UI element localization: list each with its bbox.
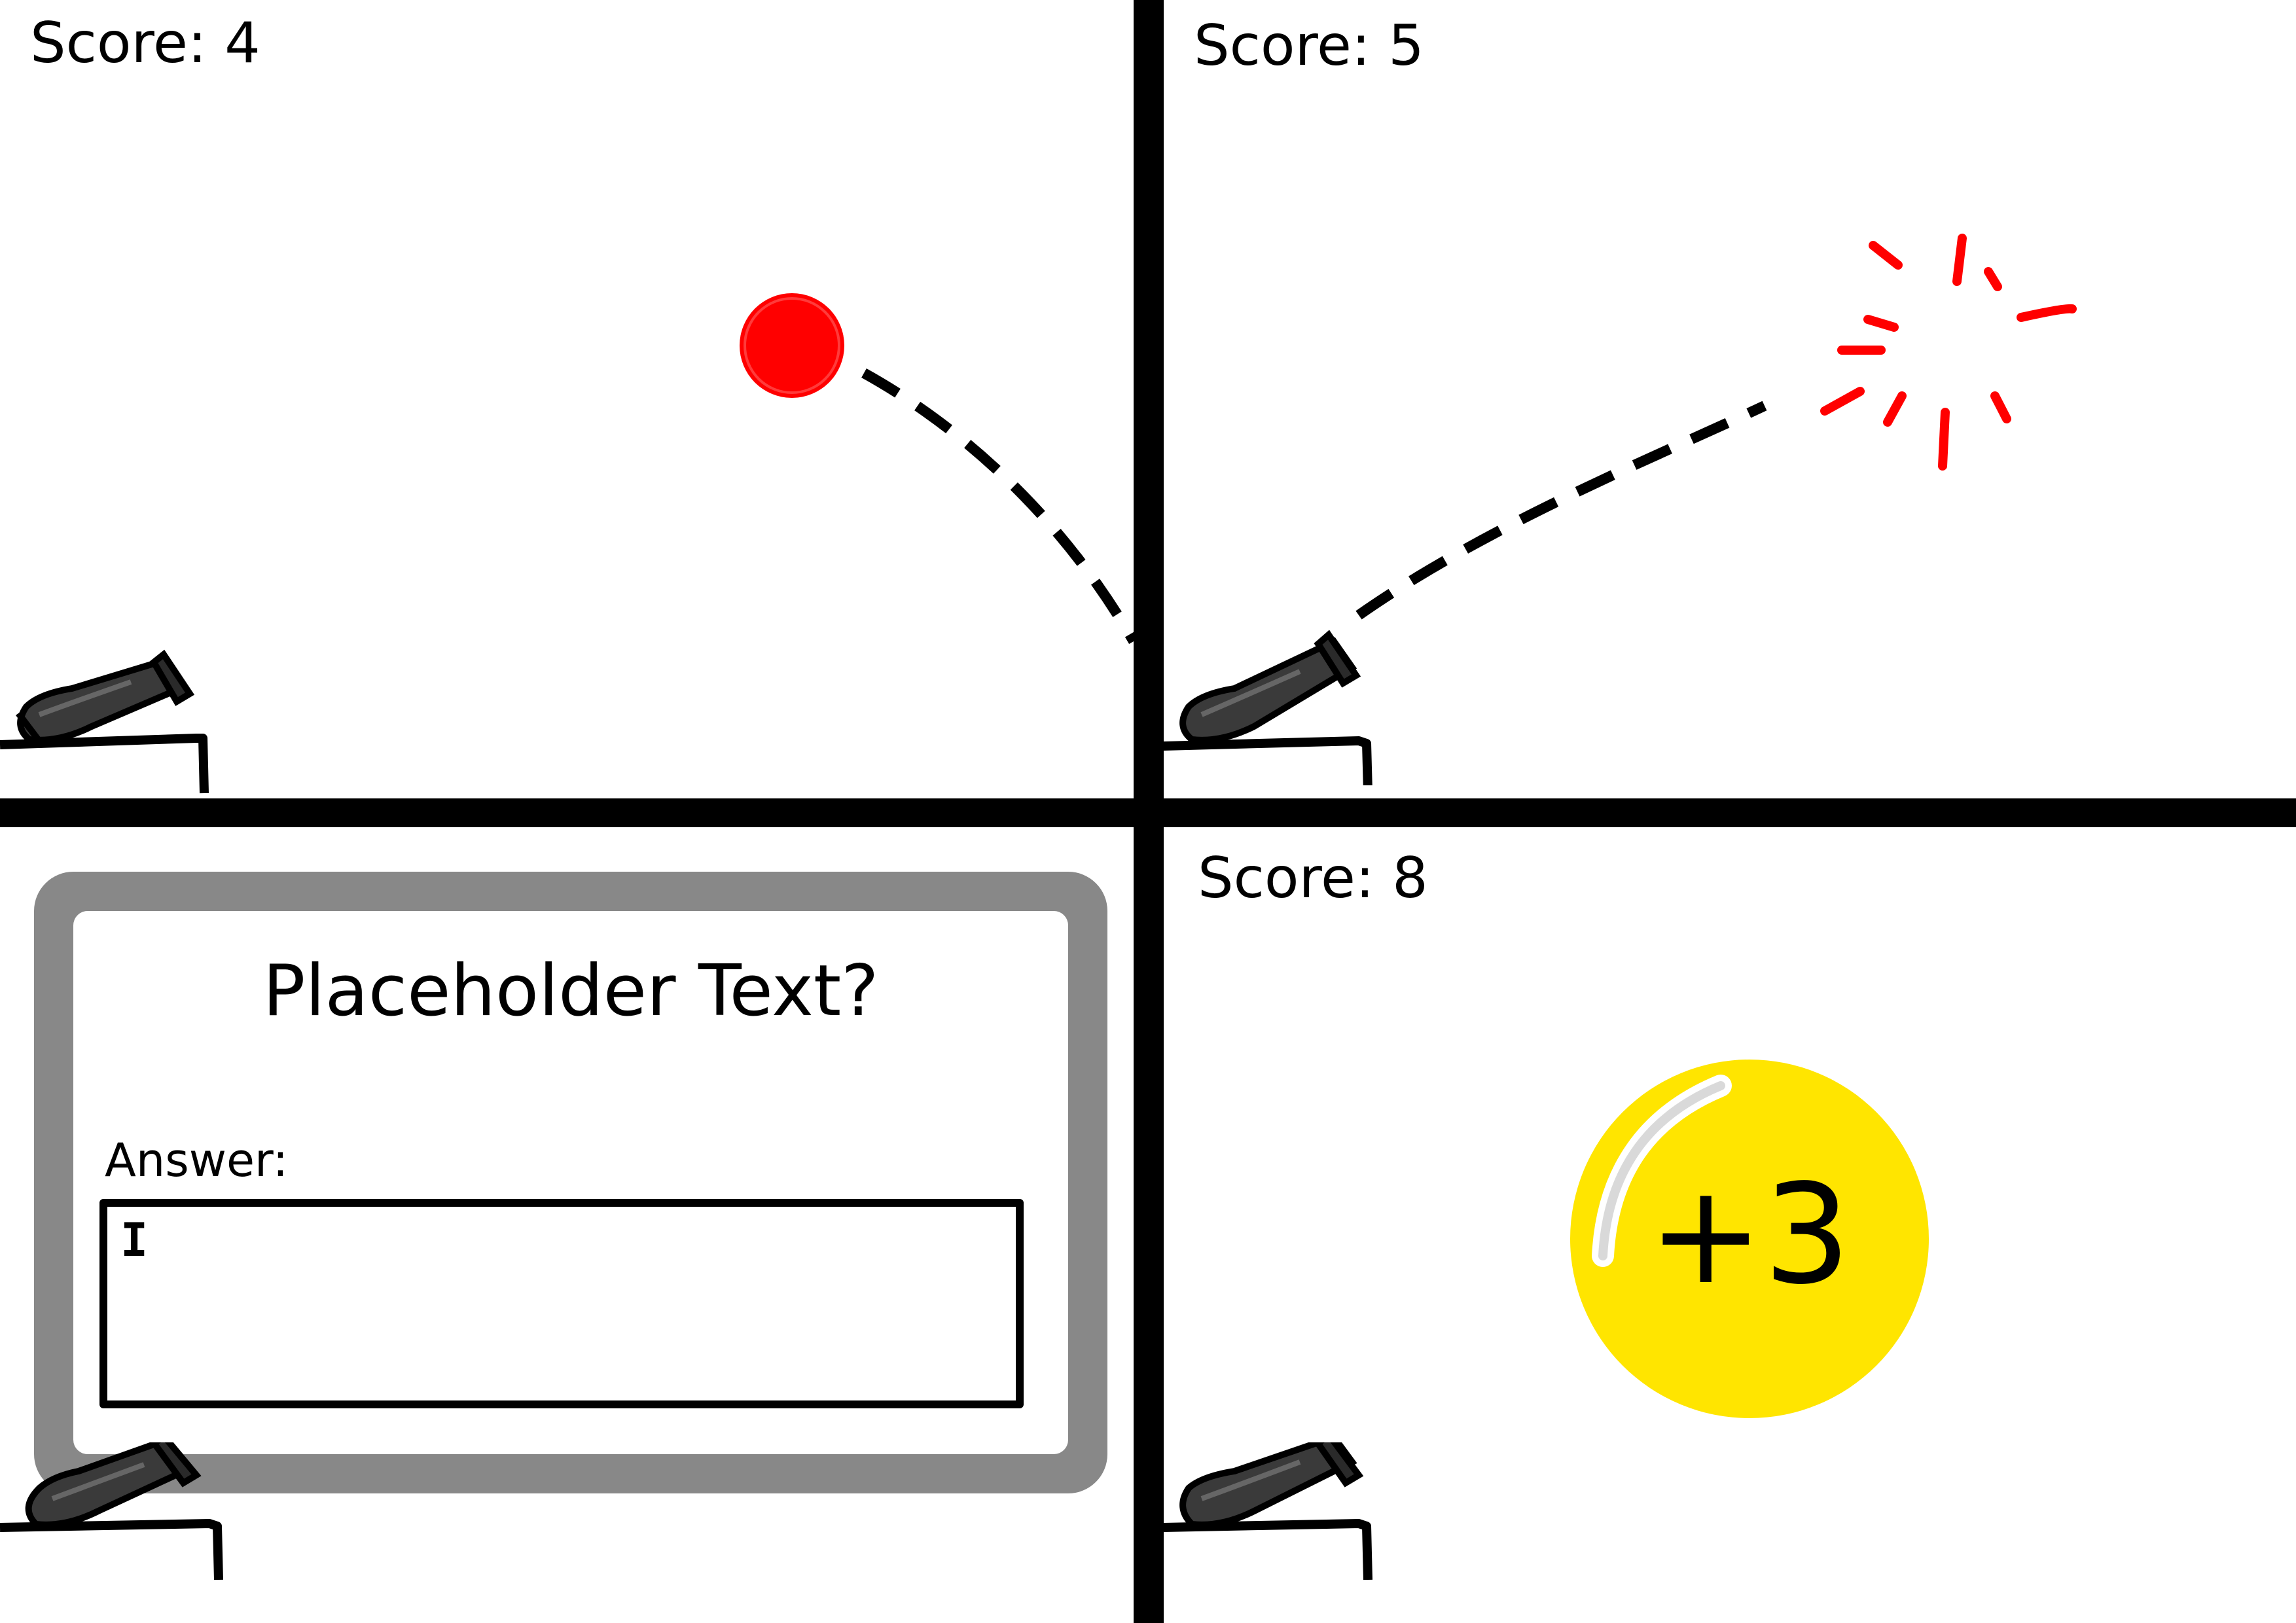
panel-hit: Score: 5 [1162,0,2296,798]
panel-divider-horizontal [0,798,2296,827]
text-cursor-icon: I [120,1213,149,1267]
trajectory-line [740,293,1134,644]
score-label: Score: 4 [30,10,260,76]
panel-reward: Score: 8 +3 [1162,827,2296,1623]
score-label: Score: 5 [1194,13,1424,79]
score-display: Score: 5 [1194,13,1424,79]
score-display: Score: 4 [30,10,260,76]
panel-question: Placeholder Text? Answer: I [0,827,1134,1623]
answer-input[interactable]: I [99,1199,1024,1408]
score-label: Score: 8 [1198,846,1428,911]
cannon-icon[interactable] [0,628,236,798]
question-dialog-body: Placeholder Text? Answer: I [73,911,1068,1454]
cannon-icon[interactable] [1162,615,1398,785]
question-prompt: Placeholder Text? [262,950,879,1032]
panel-shot: Score: 4 [0,0,1134,798]
cannon-icon[interactable] [1162,1442,1398,1613]
explosion-burst-icon [1820,234,2077,471]
score-display: Score: 8 [1198,846,1428,911]
cannon-icon[interactable] [0,1442,236,1613]
trajectory-line [1355,234,2077,620]
bonus-coin-icon: +3 [1570,1060,1929,1418]
answer-label: Answer: [105,1133,289,1187]
question-dialog: Placeholder Text? Answer: I [34,872,1107,1493]
cannonball-icon [740,293,844,398]
bonus-points: +3 [1648,1154,1851,1315]
